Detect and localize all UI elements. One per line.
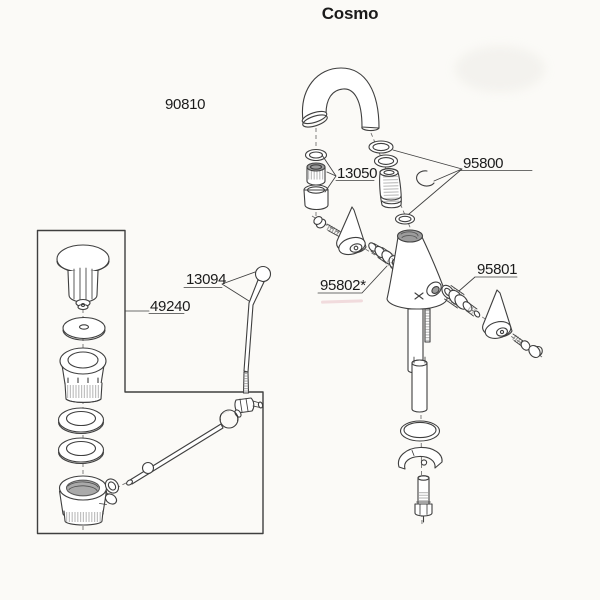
handle-right xyxy=(482,289,543,359)
drain-assembly xyxy=(56,244,120,526)
aerator-assembly xyxy=(303,148,329,211)
part-label-lift-rod: 13094 xyxy=(186,271,227,288)
part-label-side-valve: 95801 xyxy=(477,261,518,278)
lift-rod xyxy=(242,265,272,394)
mounting-hardware xyxy=(397,420,443,523)
scan-artifact xyxy=(455,46,545,92)
pivot-rod xyxy=(126,397,264,486)
inset-box xyxy=(36,229,264,535)
part-label-seal-kit: 95800 xyxy=(463,155,504,172)
faucet-body xyxy=(386,229,448,310)
spout xyxy=(301,67,380,132)
part-label-aerator: 13050 xyxy=(337,165,378,182)
leader-lines xyxy=(124,149,533,314)
cartridge-95801 xyxy=(441,284,481,318)
shank-tubes xyxy=(407,308,431,413)
spout-seals-and-clip xyxy=(368,140,435,225)
handle-left xyxy=(313,206,367,256)
part-label-cartridge: 95802* xyxy=(320,277,366,294)
part-label-drain: 49240 xyxy=(150,298,191,315)
part-label-model: 90810 xyxy=(165,96,206,113)
page-title: Cosmo xyxy=(321,4,379,23)
